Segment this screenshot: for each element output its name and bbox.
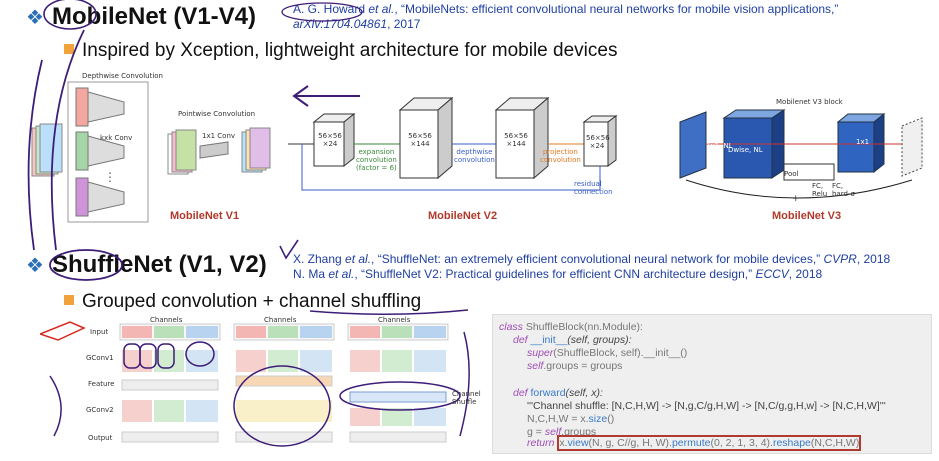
channels-label-1: Channels	[150, 316, 183, 324]
v2-depthwise-label: depthwise convolution	[454, 148, 495, 164]
mobilenet-reference: A. G. Howard et al., “MobileNets: effici…	[293, 2, 838, 32]
ref-author: A. G. Howard	[293, 2, 369, 16]
ref2-venue: ECCV	[755, 267, 789, 281]
ref-etal: et al.	[368, 2, 395, 16]
mobilenet-v2-figure: 56×56 ×24 56×56 ×144 56×56 ×144 56×56 ×2…	[288, 92, 628, 202]
v3-dwise-nl-label: Dwise, NL	[728, 146, 763, 154]
v3-fc-hard-label: FC, hard-σ	[832, 182, 855, 198]
channels-label-3: Channels	[378, 316, 411, 324]
ref2-text: , “ShuffleNet V2: Practical guidelines f…	[354, 267, 756, 281]
mobilenet-v1-caption: MobileNet V1	[170, 210, 240, 222]
v3-plus-label: +	[792, 194, 800, 204]
shufflenet-reference-1: X. Zhang et al., “ShuffleNet: an extreme…	[293, 252, 890, 267]
code-line-3: super(ShuffleBlock, self).__init__()	[527, 347, 688, 359]
v2-expansion-label: expansion convolution (factor = 6)	[356, 148, 397, 172]
onexone-conv-label: 1x1 Conv	[202, 132, 236, 140]
ref-venue: arXiv:1704.04861	[293, 17, 388, 31]
diamond-bullet-icon-2: ❖	[26, 255, 44, 277]
mobilenet-title: MobileNet (V1-V4)	[52, 3, 257, 30]
code-line-9: return x.view(N, g, C//g, H, W).permute(…	[527, 435, 862, 451]
shufflenet-bullet: Grouped convolution + channel shuffling	[64, 291, 421, 313]
highlighted-shuffle-expression: x.view(N, g, C//g, H, W).permute(0, 2, 1…	[557, 435, 862, 451]
input-label: Input	[90, 328, 109, 336]
v2-projection-label: projection convolution	[540, 148, 581, 164]
diamond-bullet-icon: ❖	[26, 7, 44, 29]
kxk-conv-label: kxk Conv	[100, 134, 133, 142]
ref1-etal: et al.	[345, 252, 372, 266]
code-line-6: '''Channel shuffle: [N,C,H,W] -> [N,g,C/…	[527, 400, 886, 412]
feature-label: Feature	[88, 380, 115, 388]
mobilenet-v2-caption: MobileNet V2	[428, 210, 498, 222]
shufflenet-diagram-svg	[37, 321, 470, 447]
shufflenet-bullet-text: Grouped convolution + channel shuffling	[82, 291, 422, 312]
ref2-author: N. Ma	[293, 267, 329, 281]
mobilenet-bullet: Inspired by Xception, lightweight archit…	[64, 40, 617, 62]
v3-block-title: Mobilenet V3 block	[776, 98, 843, 106]
ref1-year: , 2018	[856, 252, 891, 266]
code-line-7: N,C,H,W = x.size()	[527, 413, 615, 425]
v3-conv-nl-label: 1x1, NL	[706, 142, 733, 150]
pointwise-title: Pointwise Convolution	[178, 110, 256, 118]
mobilenet-v2-diagram	[288, 96, 618, 191]
mobilenet-v3-diagram	[679, 109, 923, 199]
square-bullet-icon-2	[64, 295, 74, 305]
shufflenet-diagram: Channels Channels Channels Input GConv1 …	[37, 316, 481, 456]
gconv1-label: GConv1	[86, 354, 114, 362]
shufflenet-title: ShuffleNet (V1, V2)	[52, 251, 267, 278]
v2-box2-label: 56×56 ×144	[408, 132, 432, 148]
ref1-venue: CVPR	[823, 252, 857, 266]
ref1-author: X. Zhang	[293, 252, 346, 266]
code-line-1: class ShuffleBlock(nn.Module):	[499, 321, 643, 333]
square-bullet-icon	[64, 44, 74, 54]
mobilenet-v3-caption: MobileNet V3	[772, 210, 842, 222]
v2-box3-label: 56×56 ×144	[504, 132, 528, 148]
shufflenet-reference-2: N. Ma et al., “ShuffleNet V2: Practical …	[293, 267, 822, 282]
mobilenet-v1-diagram	[31, 81, 271, 223]
code-panel: class ShuffleBlock(nn.Module): def __ini…	[492, 314, 932, 454]
mobilenet-v1-figure: Depthwise Convolution kxk Conv Pointwise…	[28, 70, 288, 230]
ellipsis-dots: ⋮	[104, 170, 116, 184]
code-line-8: g = self.groups	[527, 426, 597, 438]
v2-box4-label: 56×56 ×24	[586, 134, 610, 150]
mobilenet-bullet-text: Inspired by Xception, lightweight archit…	[82, 40, 618, 61]
code-line-2: def __init__(self, groups):	[513, 334, 632, 346]
depthwise-title: Depthwise Convolution	[82, 72, 163, 80]
mobilenet-v3-figure: Mobilenet V3 block 1x1, NL Dwise, NL Poo…	[676, 98, 934, 208]
gconv2-label: GConv2	[86, 406, 114, 414]
v2-box1-label: 56×56 ×24	[318, 132, 342, 148]
channels-label-2: Channels	[264, 316, 297, 324]
ref2-year: , 2018	[788, 267, 823, 281]
ref2-etal: et al.	[328, 267, 355, 281]
v2-residual-label: residual connection	[574, 180, 613, 196]
v3-1x1-label: 1x1	[856, 138, 870, 146]
ref-year: , 2017	[387, 17, 421, 31]
v3-fc-relu-label: FC, Relu	[812, 182, 828, 198]
v3-pool-label: Pool	[784, 170, 799, 178]
output-label: Output	[88, 434, 113, 442]
channel-shuffle-label: Channel Shuffle	[452, 390, 481, 406]
code-line-4: self.groups = groups	[527, 360, 623, 372]
ref-text: , “MobileNets: efficient convolutional n…	[394, 2, 839, 16]
code-line-5: def forward(self, x):	[513, 387, 603, 399]
ref1-text: , “ShuffleNet: an extremely efficient co…	[371, 252, 824, 266]
